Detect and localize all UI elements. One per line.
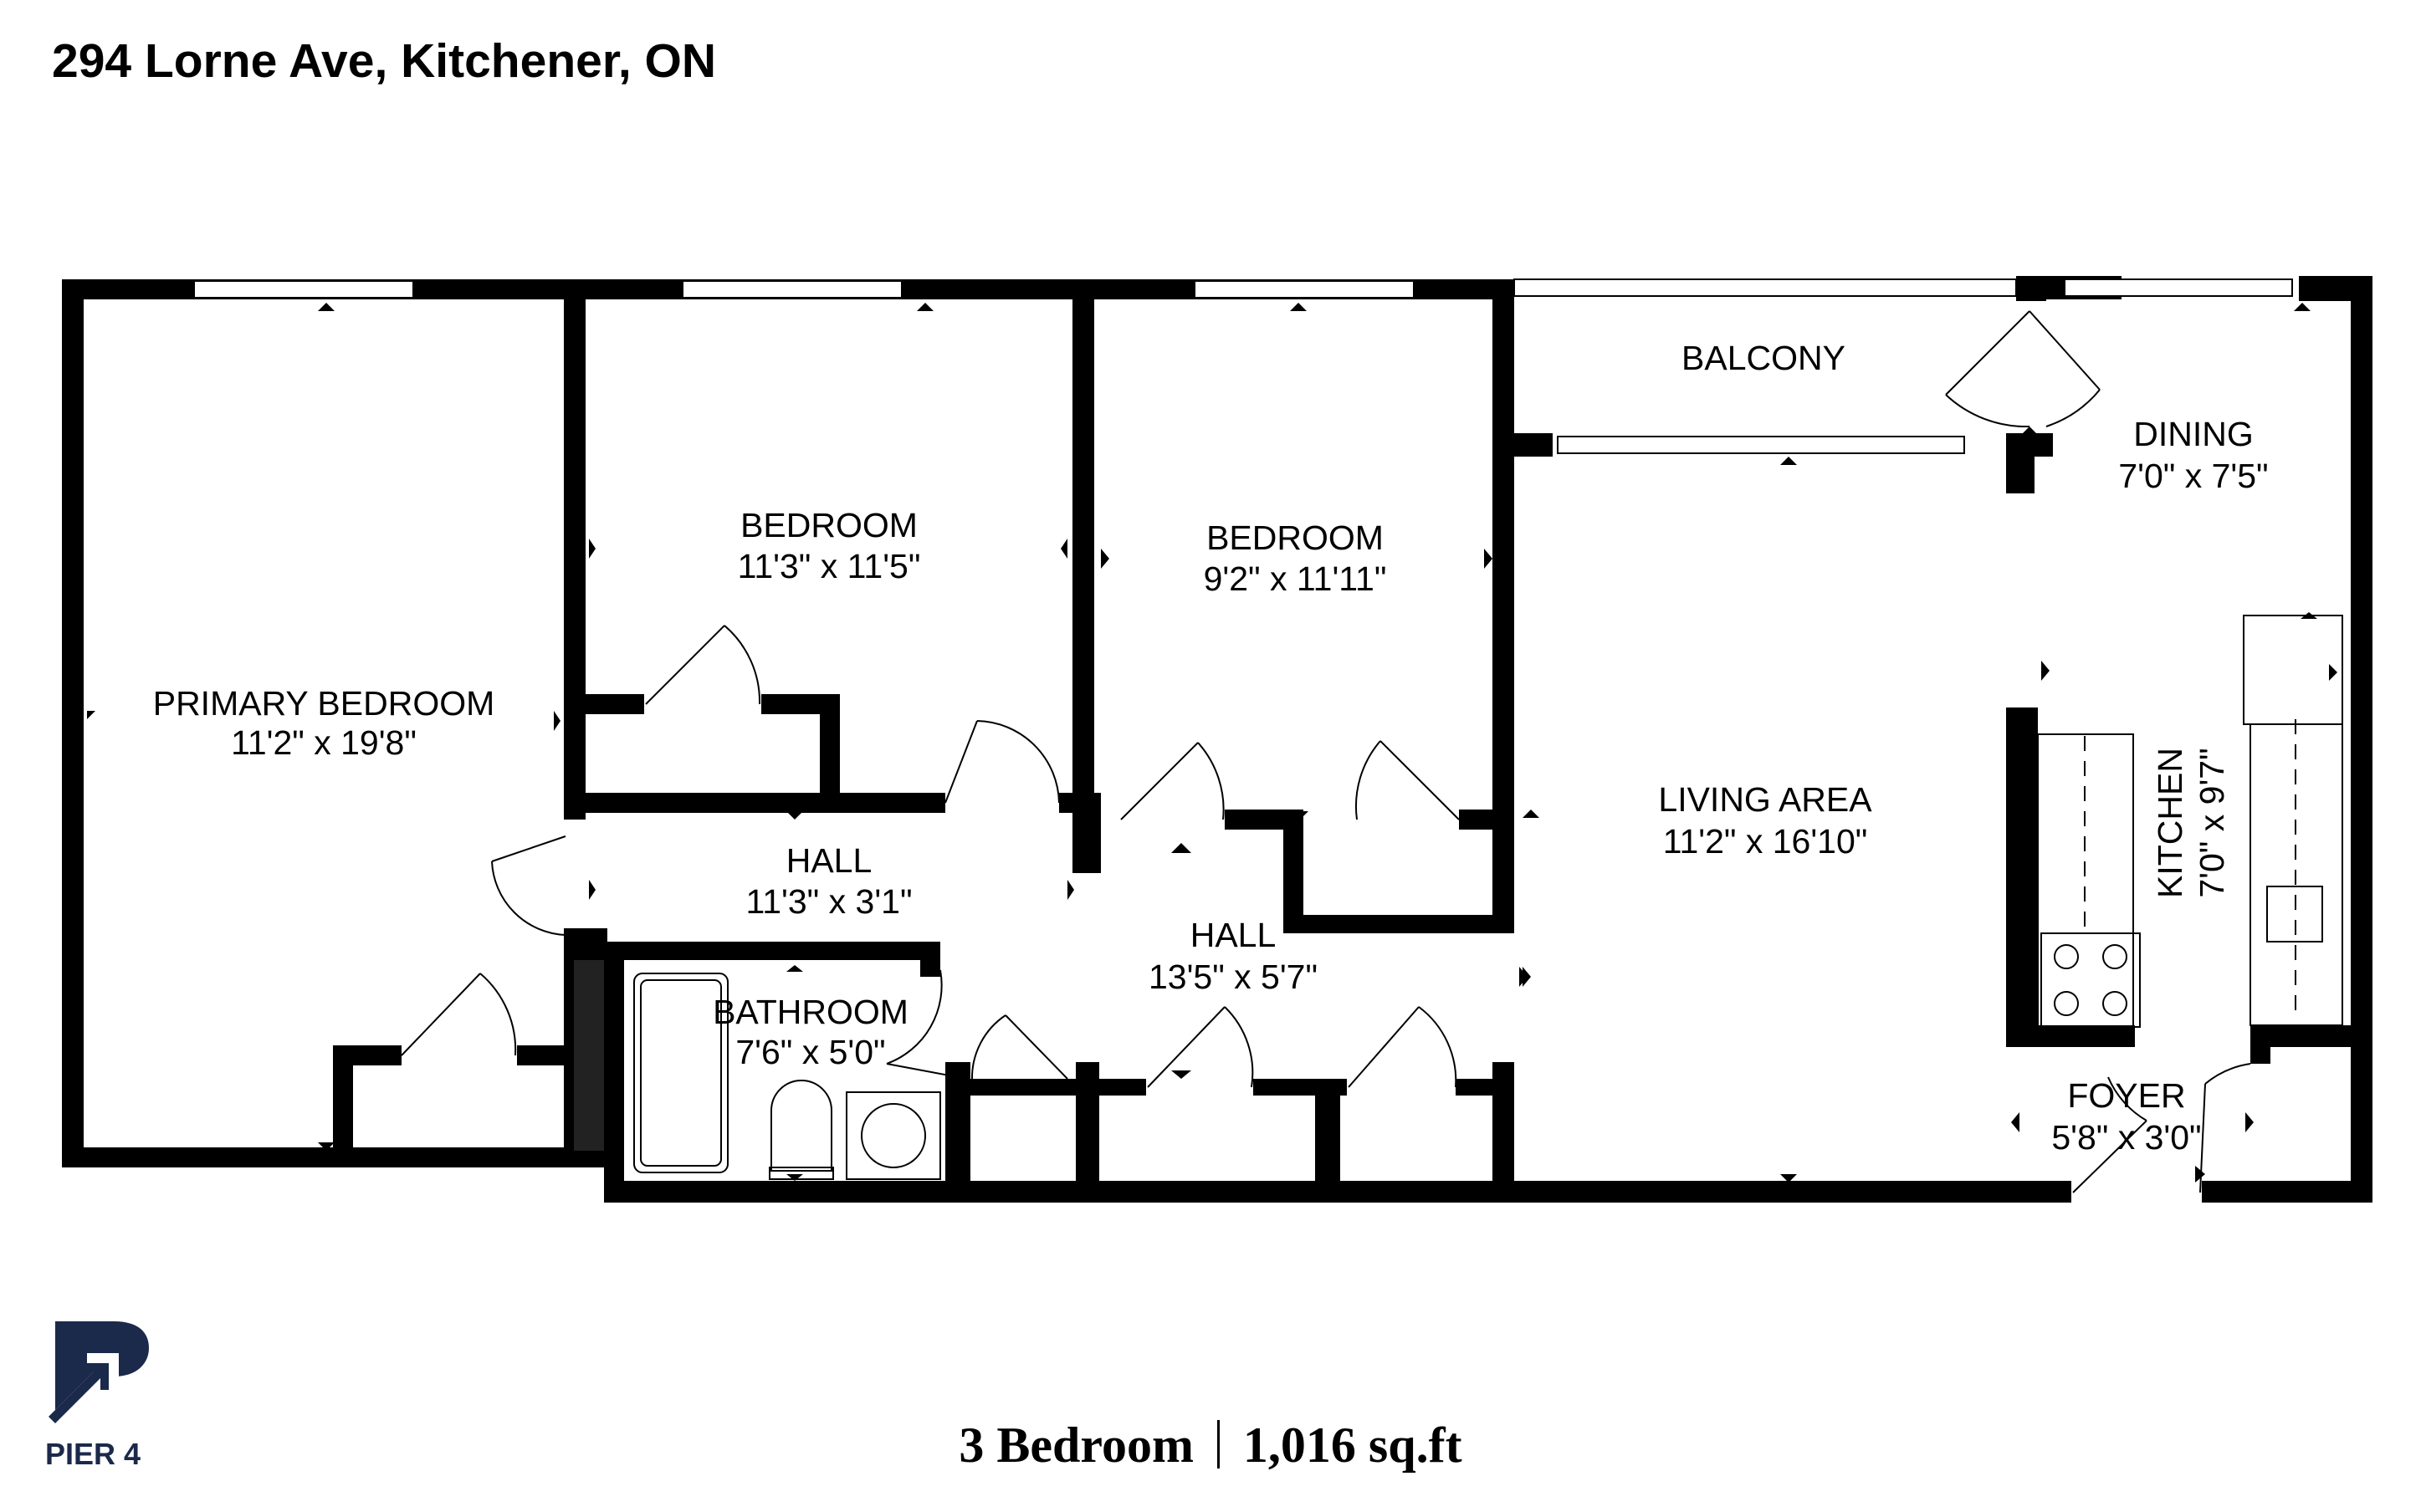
sink-icon bbox=[846, 1091, 941, 1180]
room-name-bedroom-2: BEDROOM bbox=[1206, 518, 1384, 557]
fixtures bbox=[633, 615, 2343, 1180]
summary-separator bbox=[1216, 1420, 1220, 1469]
pier4-logo-icon bbox=[49, 1321, 149, 1423]
dimension-markers bbox=[87, 303, 2337, 1183]
room-size-dining: 7'0" x 7'5" bbox=[2118, 457, 2268, 495]
windows bbox=[193, 278, 2293, 454]
room-name-foyer: FOYER bbox=[2067, 1076, 2185, 1115]
room-name-dining: DINING bbox=[2133, 415, 2254, 453]
room-name-hall-1: HALL bbox=[786, 841, 873, 880]
bathtub-icon bbox=[633, 973, 729, 1173]
room-size-living-area: 11'2" x 16'10" bbox=[1663, 822, 1868, 861]
stove-icon bbox=[2040, 932, 2141, 1028]
room-size-foyer: 5'8" x 3'0" bbox=[2051, 1118, 2201, 1157]
room-size-hall-1: 11'3" x 3'1" bbox=[745, 882, 912, 921]
room-name-living-area: LIVING AREA bbox=[1658, 780, 1872, 819]
kitchen-counter bbox=[2037, 733, 2134, 1028]
room-name-bedroom-1: BEDROOM bbox=[740, 506, 918, 544]
room-size-primary-bedroom: 11'2" x 19'8" bbox=[231, 723, 417, 762]
brand-name: PIER 4 bbox=[45, 1437, 141, 1471]
toilet-icon bbox=[770, 1080, 832, 1172]
summary-line: 3 Bedroom 1,016 sq.ft bbox=[0, 1417, 2421, 1474]
room-size-bedroom-2: 9'2" x 11'11" bbox=[1204, 559, 1387, 598]
door-swings bbox=[401, 310, 2251, 1193]
bedroom-count: 3 Bedroom bbox=[959, 1418, 1194, 1473]
room-name-kitchen: KITCHEN bbox=[2151, 748, 2189, 898]
room-size-bathroom: 7'6" x 5'0" bbox=[735, 1033, 885, 1071]
room-name-primary-bedroom: PRIMARY BEDROOM bbox=[153, 684, 495, 723]
room-size-hall-2: 13'5" x 5'7" bbox=[1149, 958, 1318, 996]
room-size-kitchen: 7'0" x 9'7" bbox=[2193, 748, 2231, 897]
room-name-balcony: BALCONY bbox=[1681, 339, 1845, 377]
kitchen-sink-icon bbox=[2266, 886, 2323, 942]
room-name-bathroom: BATHROOM bbox=[713, 993, 909, 1031]
room-name-hall-2: HALL bbox=[1190, 916, 1277, 954]
room-labels: PRIMARY BEDROOM 11'2" x 19'8" BEDROOM 11… bbox=[153, 339, 2269, 1157]
room-size-bedroom-1: 11'3" x 11'5" bbox=[738, 547, 921, 585]
listing-address-title: 294 Lorne Ave, Kitchener, ON bbox=[52, 34, 717, 88]
total-area: 1,016 sq.ft bbox=[1242, 1418, 1462, 1473]
